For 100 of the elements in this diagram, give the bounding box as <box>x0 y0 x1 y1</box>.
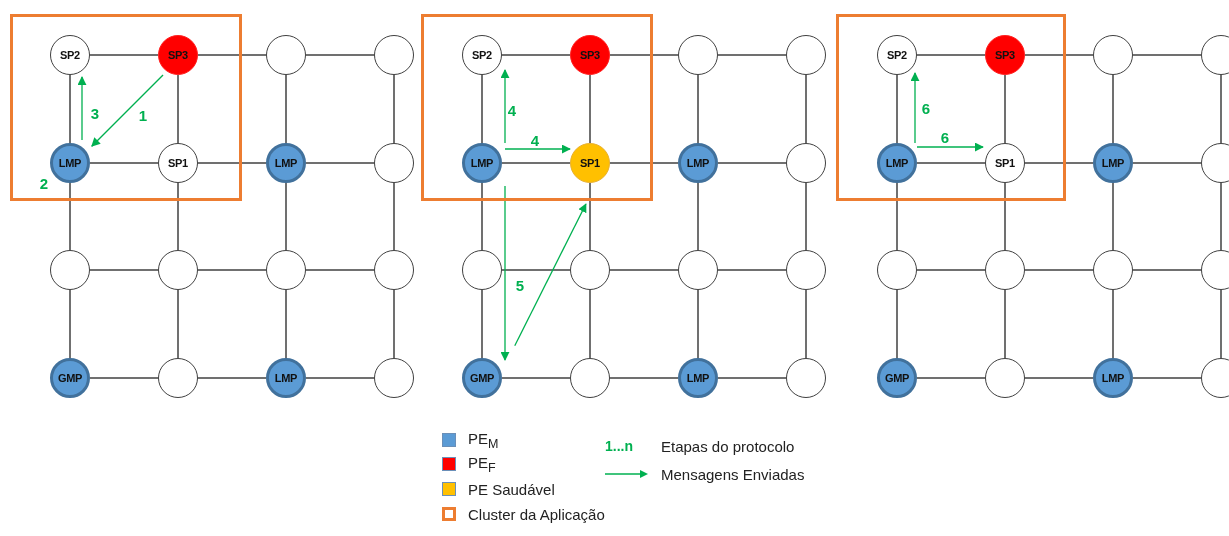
link-line <box>177 289 179 359</box>
node-label: GMP <box>57 372 83 384</box>
link-line <box>89 377 159 379</box>
link-line <box>1220 74 1222 144</box>
link-line <box>305 162 375 164</box>
processor-circle <box>570 143 610 183</box>
link-line <box>717 54 787 56</box>
processor-circle <box>462 250 502 290</box>
link-line <box>69 182 71 251</box>
link-line <box>197 377 267 379</box>
link-line <box>197 269 267 271</box>
node-label: LMP <box>274 372 298 384</box>
link-line <box>305 54 375 56</box>
cluster-frame <box>836 14 1066 201</box>
legend-text: PE Saudável <box>468 480 555 498</box>
link-line <box>1132 269 1202 271</box>
node-label: SP1 <box>995 157 1015 169</box>
link-line <box>717 162 787 164</box>
arrow <box>916 142 984 152</box>
link-line <box>285 74 287 144</box>
link-line <box>1024 377 1094 379</box>
processor-circle <box>158 358 198 398</box>
link-line <box>697 74 699 144</box>
link-line <box>1132 162 1202 164</box>
link-line <box>393 74 395 144</box>
link-line <box>285 289 287 359</box>
link-line <box>69 289 71 359</box>
processor-circle <box>266 143 306 183</box>
processor-circle <box>158 35 198 75</box>
link-line <box>589 289 591 359</box>
node-label: LMP <box>274 157 298 169</box>
link-line <box>1132 377 1202 379</box>
processor-circle <box>374 358 414 398</box>
link-line <box>609 377 679 379</box>
link-line <box>1004 182 1006 251</box>
node-label: GMP <box>884 372 910 384</box>
link-line <box>501 377 571 379</box>
processor-circle <box>985 35 1025 75</box>
arrow <box>500 69 510 144</box>
node-label: LMP <box>470 157 494 169</box>
link-line <box>717 377 787 379</box>
link-line <box>916 162 986 164</box>
arrow <box>514 203 587 347</box>
node-label: SP1 <box>580 157 600 169</box>
link-line <box>916 54 986 56</box>
arrow <box>504 144 571 154</box>
processor-circle <box>158 143 198 183</box>
link-line <box>69 74 71 144</box>
link-line <box>1132 54 1202 56</box>
link-line <box>481 289 483 359</box>
link-line <box>305 269 375 271</box>
legend-text: PE$_{M}$ <box>468 429 499 451</box>
link-line <box>501 162 571 164</box>
link-line <box>501 54 571 56</box>
link-line <box>177 182 179 251</box>
legend-text: Etapas do protocolo <box>661 437 795 455</box>
link-line <box>805 182 807 251</box>
node-label: SP2 <box>887 49 907 61</box>
processor-circle <box>570 250 610 290</box>
cluster-frame <box>421 14 653 201</box>
processor-circle <box>374 250 414 290</box>
link-line <box>89 162 159 164</box>
link-line <box>896 289 898 359</box>
processor-circle <box>374 143 414 183</box>
processor-circle <box>50 358 90 398</box>
processor-circle <box>678 143 718 183</box>
link-line <box>481 74 483 144</box>
arrow <box>77 76 87 141</box>
processor-circle <box>1093 358 1133 398</box>
processor-circle <box>877 358 917 398</box>
processor-circle <box>1201 358 1229 398</box>
legend-text: PE$_{F}$ <box>468 453 496 475</box>
link-line <box>609 269 679 271</box>
processor-circle <box>786 35 826 75</box>
node-label: SP2 <box>472 49 492 61</box>
link-line <box>1024 54 1094 56</box>
node-label: GMP <box>469 372 495 384</box>
link-line <box>1112 74 1114 144</box>
processor-circle <box>570 35 610 75</box>
processor-circle <box>374 35 414 75</box>
legend-text: Cluster da Aplicação <box>468 505 605 523</box>
link-line <box>589 182 591 251</box>
node-label: SP1 <box>168 157 188 169</box>
processor-circle <box>678 358 718 398</box>
node-label: LMP <box>1101 372 1125 384</box>
link-line <box>481 182 483 251</box>
processor-circle <box>462 35 502 75</box>
link-line <box>697 289 699 359</box>
link-line <box>89 269 159 271</box>
processor-circle <box>50 250 90 290</box>
link-line <box>609 162 679 164</box>
node-label: SP3 <box>995 49 1015 61</box>
processor-circle <box>786 358 826 398</box>
link-line <box>916 377 986 379</box>
processor-circle <box>877 250 917 290</box>
link-line <box>393 289 395 359</box>
legend-sample: 1...n <box>605 438 634 454</box>
link-line <box>805 74 807 144</box>
processor-circle <box>1093 250 1133 290</box>
processor-circle <box>50 143 90 183</box>
